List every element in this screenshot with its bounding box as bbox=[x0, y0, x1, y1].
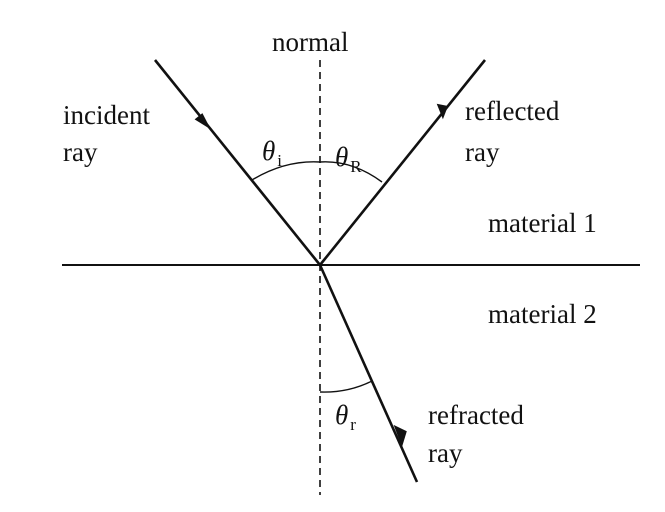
normal-label: normal bbox=[272, 27, 348, 57]
incidence-angle-symbol: θ bbox=[262, 136, 275, 166]
incident-arrow bbox=[194, 113, 211, 130]
refracted-ray-label-line2: ray bbox=[428, 438, 463, 468]
reflected-arrow bbox=[436, 103, 448, 120]
reflection-angle-symbol: θ bbox=[335, 142, 348, 172]
refracted-arrow bbox=[393, 424, 407, 447]
reflected-ray-label-line1: reflected bbox=[465, 96, 560, 126]
refracted-ray bbox=[318, 264, 419, 483]
refraction-angle-symbol: θ bbox=[335, 400, 348, 430]
incident-ray bbox=[153, 59, 322, 266]
incident-ray-label-line2: ray bbox=[63, 137, 98, 167]
refracted-ray-label-line1: refracted bbox=[428, 400, 524, 430]
refraction-angle-arc bbox=[319, 380, 373, 393]
reflected-ray-label-line2: ray bbox=[465, 137, 500, 167]
incident-ray-label-line1: incident bbox=[63, 100, 150, 130]
refraction-angle-subscript: r bbox=[350, 415, 356, 434]
incidence-angle-arc bbox=[251, 161, 321, 181]
reflection-angle-arc bbox=[319, 161, 383, 183]
material-1-label: material 1 bbox=[488, 208, 597, 238]
material-2-label: material 2 bbox=[488, 299, 597, 329]
reflection-angle-subscript: R bbox=[350, 157, 362, 176]
reflected-ray bbox=[318, 59, 487, 266]
incidence-angle-subscript: i bbox=[277, 151, 282, 170]
